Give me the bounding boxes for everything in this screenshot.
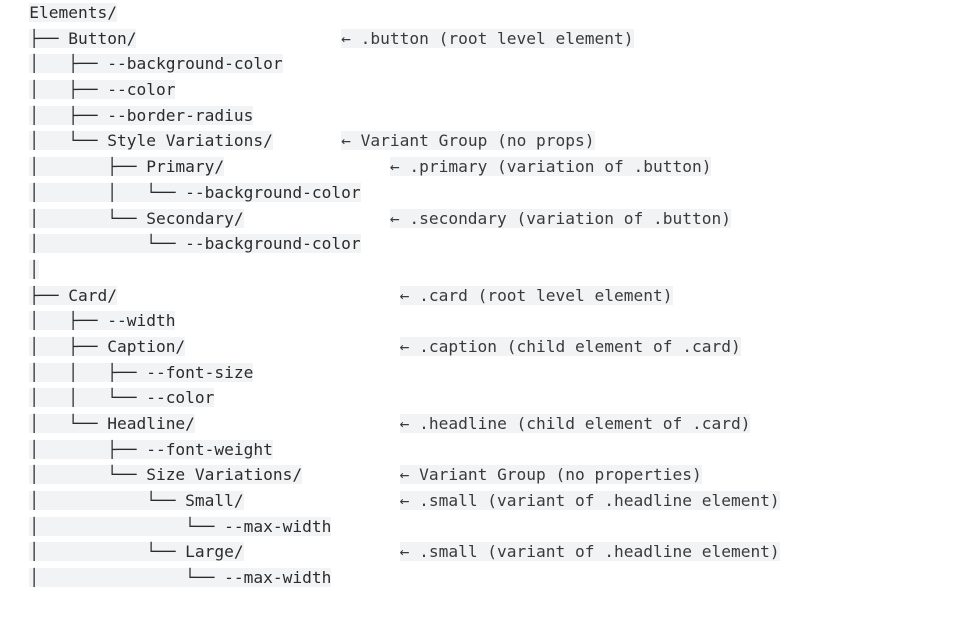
tree-row-root: Elements/ (0, 0, 980, 26)
annotation-gutter (136, 29, 341, 48)
tree-branch-label: │ ├── --font-weight (29, 439, 273, 459)
row-left-pad (0, 388, 29, 407)
row-left-pad (0, 183, 29, 202)
tree-row-headline: │ └── Headline/ ← .headline (child eleme… (0, 411, 980, 437)
tree-row-headline-font-weight: │ ├── --font-weight (0, 437, 980, 463)
tree-annotation: ← Variant Group (no props) (341, 131, 595, 151)
annotation-gutter (273, 131, 341, 150)
tree-row-caption: │ ├── Caption/ ← .caption (child element… (0, 334, 980, 360)
tree-annotation: ← .card (root level element) (399, 285, 673, 305)
tree-row-secondary: │ └── Secondary/ ← .secondary (variation… (0, 206, 980, 232)
tree-branch-label: │ ├── --border-radius (29, 105, 254, 125)
tree-branch-label: │ └── Small/ (29, 491, 244, 511)
tree-annotation: ← .button (root level element) (341, 28, 634, 48)
tree-branch-label: │ (29, 259, 39, 279)
row-left-pad (0, 209, 29, 228)
tree-row-button-background-color: │ ├── --background-color (0, 51, 980, 77)
tree-row-secondary-background-color: │ └── --background-color (0, 231, 980, 257)
row-left-pad (0, 286, 29, 305)
tree-branch-label: │ │ └── --background-color (29, 182, 361, 202)
tree-branch-label: │ ├── --background-color (29, 54, 283, 74)
tree-row-spacer: │ (0, 257, 980, 283)
tree-branch-label: │ │ ├── --font-size (29, 362, 254, 382)
row-left-pad (0, 3, 29, 22)
annotation-gutter (302, 465, 399, 484)
tree-branch-label: │ ├── Caption/ (29, 336, 186, 356)
row-left-pad (0, 363, 29, 382)
annotation-gutter (185, 337, 399, 356)
annotation-gutter (224, 157, 390, 176)
row-left-pad (0, 80, 29, 99)
row-left-pad (0, 465, 29, 484)
row-left-pad (0, 542, 29, 561)
tree-row-primary: │ ├── Primary/ ← .primary (variation of … (0, 154, 980, 180)
tree-row-caption-font-size: │ │ ├── --font-size (0, 360, 980, 386)
tree-branch-label: Elements/ (29, 3, 117, 22)
annotation-gutter (117, 286, 400, 305)
tree-branch-label: │ └── Secondary/ (29, 208, 244, 228)
tree-annotation: ← .small (variant of .headline element) (399, 542, 780, 562)
tree-branch-label: │ └── --background-color (29, 234, 361, 254)
tree-branch-label: ├── Card/ (29, 285, 117, 305)
tree-branch-label: │ └── Large/ (29, 542, 244, 562)
tree-annotation: ← .small (variant of .headline element) (399, 491, 780, 511)
tree-row-large: │ └── Large/ ← .small (variant of .headl… (0, 539, 980, 565)
row-left-pad (0, 337, 29, 356)
tree-branch-label: │ ├── Primary/ (29, 157, 225, 177)
tree-branch-label: │ └── --max-width (29, 568, 332, 588)
row-left-pad (0, 440, 29, 459)
tree-branch-label: │ └── Style Variations/ (29, 131, 273, 151)
tree-annotation: ← .caption (child element of .card) (399, 336, 741, 356)
tree-row-size-variations: │ └── Size Variations/ ← Variant Group (… (0, 462, 980, 488)
tree-annotation: ← .primary (variation of .button) (389, 157, 712, 177)
tree-row-large-max-width: │ └── --max-width (0, 565, 980, 591)
tree-annotation: ← Variant Group (no properties) (399, 465, 702, 485)
tree-branch-label: ├── Button/ (29, 28, 137, 48)
tree-row-primary-background-color: │ │ └── --background-color (0, 180, 980, 206)
tree-row-button-color: │ ├── --color (0, 77, 980, 103)
row-left-pad (0, 131, 29, 150)
tree-branch-label: │ │ └── --color (29, 388, 215, 408)
row-left-pad (0, 568, 29, 587)
row-left-pad (0, 260, 29, 279)
annotation-gutter (244, 491, 400, 510)
row-left-pad (0, 311, 29, 330)
tree-row-small: │ └── Small/ ← .small (variant of .headl… (0, 488, 980, 514)
tree-row-button-border-radius: │ ├── --border-radius (0, 103, 980, 129)
tree-row-style-variations: │ └── Style Variations/ ← Variant Group … (0, 128, 980, 154)
annotation-gutter (244, 542, 400, 561)
tree-row-card: ├── Card/ ← .card (root level element) (0, 283, 980, 309)
tree-row-small-max-width: │ └── --max-width (0, 514, 980, 540)
row-left-pad (0, 517, 29, 536)
tree-branch-label: │ └── Headline/ (29, 414, 195, 433)
tree-branch-label: │ └── --max-width (29, 516, 332, 536)
tree-annotation: ← .headline (child element of .card) (399, 414, 751, 433)
row-left-pad (0, 157, 29, 176)
annotation-gutter (244, 209, 390, 228)
annotation-gutter (195, 414, 400, 433)
tree-row-button: ├── Button/ ← .button (root level elemen… (0, 26, 980, 52)
row-left-pad (0, 54, 29, 73)
row-left-pad (0, 234, 29, 253)
tree-branch-label: │ ├── --width (29, 311, 176, 331)
tree-row-caption-color: │ │ └── --color (0, 385, 980, 411)
row-left-pad (0, 106, 29, 125)
row-left-pad (0, 491, 29, 510)
row-left-pad (0, 414, 29, 433)
tree-annotation: ← .secondary (variation of .button) (389, 208, 731, 228)
tree-row-card-width: │ ├── --width (0, 308, 980, 334)
tree-branch-label: │ ├── --color (29, 80, 176, 100)
tree-branch-label: │ └── Size Variations/ (29, 465, 303, 485)
row-left-pad (0, 29, 29, 48)
